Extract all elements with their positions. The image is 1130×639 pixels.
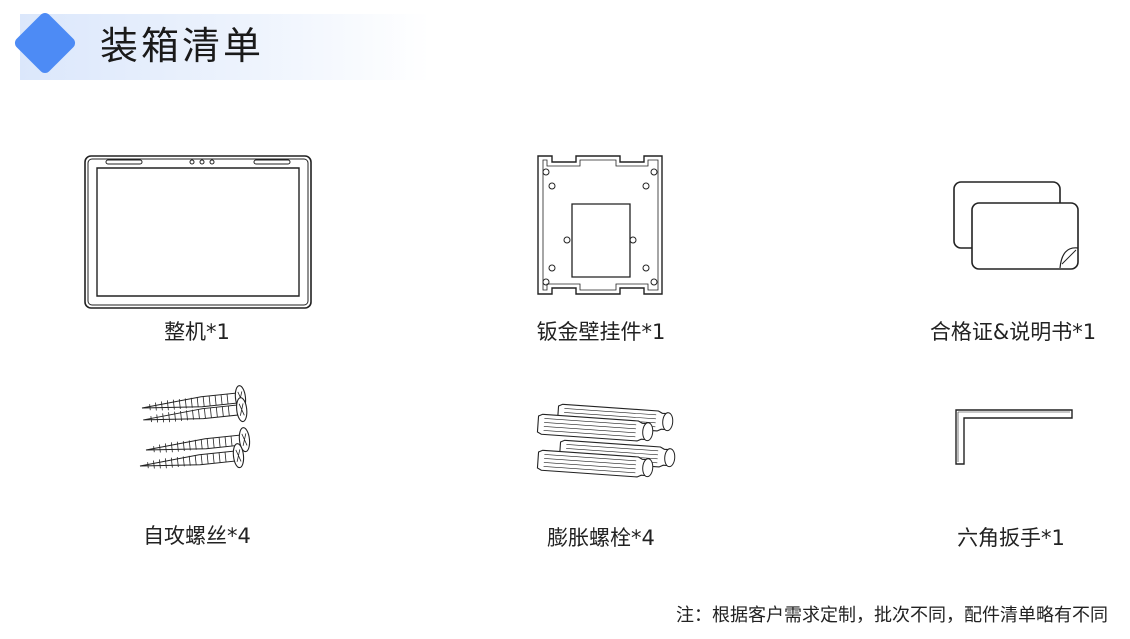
cards-icon xyxy=(950,180,1084,272)
item-label-screws: 自攻螺丝*4 xyxy=(143,524,251,548)
item-label-hex-key: 六角扳手*1 xyxy=(957,526,1065,550)
section-title: 装箱清单 xyxy=(100,24,265,68)
tablet-icon xyxy=(84,154,312,310)
footnote: 注：根据客户需求定制，批次不同，配件清单略有不同 xyxy=(676,605,1108,626)
section-header-band xyxy=(20,14,430,80)
hex-key-icon xyxy=(952,406,1076,468)
item-label-tablet: 整机*1 xyxy=(164,320,230,344)
item-label-certificate-manual: 合格证&说明书*1 xyxy=(929,320,1097,344)
item-label-anchors: 膨胀螺栓*4 xyxy=(547,526,655,550)
screws-icon xyxy=(138,384,252,479)
wall-mount-bracket-icon xyxy=(534,154,668,300)
anchors-icon xyxy=(536,403,676,479)
item-label-wall-mount: 钣金壁挂件*1 xyxy=(536,320,666,344)
